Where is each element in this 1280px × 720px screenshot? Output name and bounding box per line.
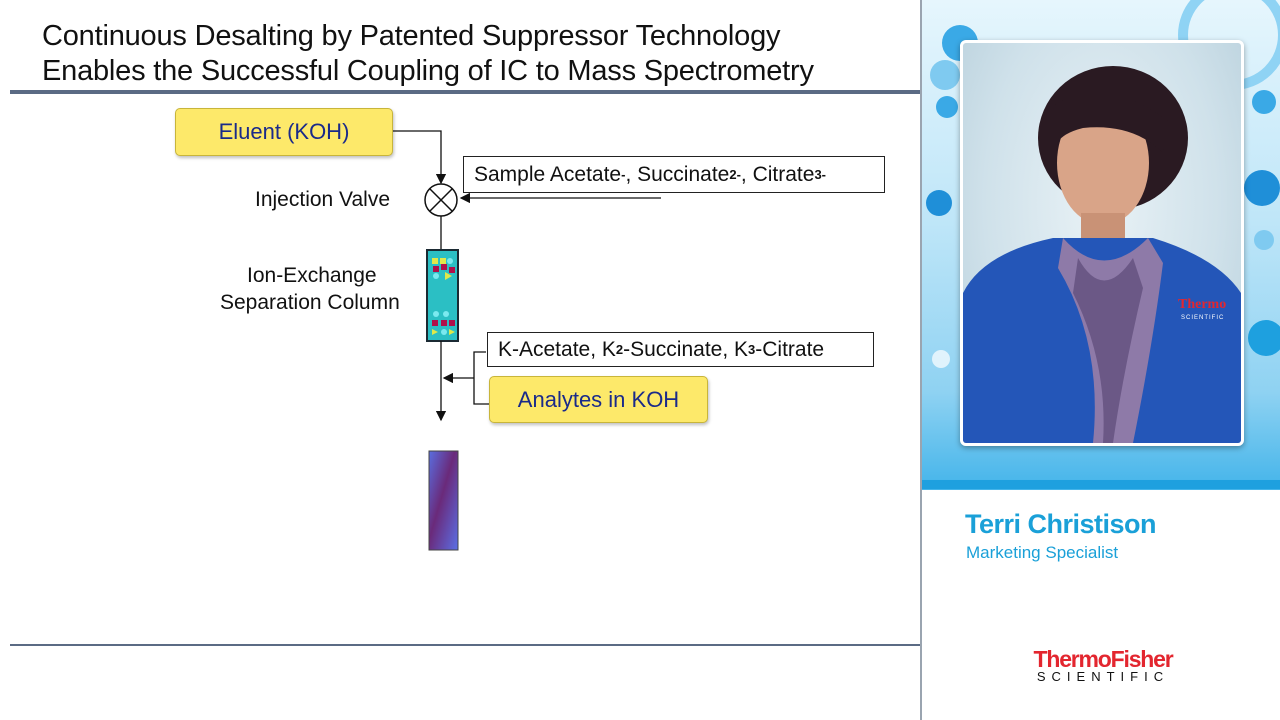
eluent-box: Eluent (KOH) (175, 108, 393, 156)
eluent-label: Eluent (KOH) (218, 119, 350, 144)
slide-title-line-2: Enables the Successful Coupling of IC to… (42, 55, 814, 87)
sample-succinate: , Succinate (625, 162, 730, 186)
succinate-charge: 2- (729, 167, 741, 182)
svg-text:SCIENTIFIC: SCIENTIFIC (1181, 315, 1224, 321)
speaker-name: Terri Christison (965, 509, 1157, 539)
separation-column (426, 249, 459, 342)
injection-valve-symbol (424, 183, 458, 217)
slide: Continuous Desalting by Patented Suppres… (10, 0, 922, 720)
svg-text:Thermo: Thermo (1178, 297, 1226, 312)
speaker-portrait: Thermo SCIENTIFIC (963, 66, 1241, 443)
suppressor-device (428, 450, 459, 551)
salt-part-1: K-Acetate, K (498, 337, 616, 361)
salt-sub-1: 2 (615, 342, 624, 357)
footer-divider (10, 644, 922, 646)
column-particles (432, 258, 455, 335)
sample-citrate: , Citrate (740, 162, 815, 186)
speaker-panel: Thermo SCIENTIFIC Terri Christison Marke… (922, 0, 1280, 720)
panel-accent-stripe (922, 480, 1280, 489)
brand-logo-line-1: ThermoFisher (1033, 646, 1174, 672)
brand-logo: ThermoFisher SCIENTIFIC (1028, 646, 1178, 684)
injection-valve-label: Injection Valve (255, 188, 391, 211)
salt-sub-2: 3 (748, 342, 756, 357)
citrate-charge: 3- (814, 167, 826, 182)
column-label-line-2: Separation Column (220, 291, 400, 314)
analytes-label: Analytes in KOH (517, 386, 680, 412)
title-divider (10, 90, 922, 94)
column-label-line-1: Ion-Exchange (247, 264, 377, 287)
slide-edge (920, 0, 922, 720)
eluent-flow-line (392, 130, 447, 185)
salt-part-2: -Succinate, K (623, 337, 749, 361)
speaker-role: Marketing Specialist (966, 543, 1119, 562)
brand-logo-line-2: SCIENTIFIC (1036, 669, 1170, 684)
speaker-video: Thermo SCIENTIFIC (960, 40, 1244, 446)
acetate-charge: - (621, 167, 626, 182)
salt-part-3: -Citrate (755, 337, 825, 361)
slide-title-line-1: Continuous Desalting by Patented Suppres… (42, 20, 781, 52)
sample-prefix: Sample Acetate (474, 162, 622, 186)
analytes-box: Analytes in KOH (489, 376, 708, 423)
